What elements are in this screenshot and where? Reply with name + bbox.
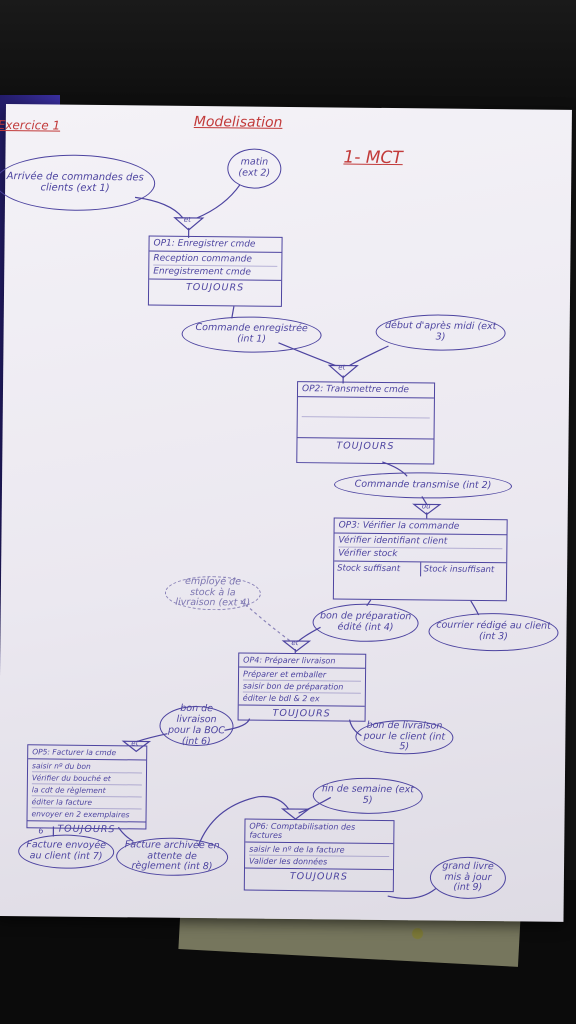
op1-rule: TOUJOURS: [149, 278, 282, 296]
op2-action-1: [301, 398, 430, 419]
op4-action-3: éditer le bdl & 2 ex: [242, 693, 320, 704]
event-e14: grand livre mis à jour (int 9): [429, 856, 507, 900]
event-e8: employé de stock à la livraison (ext 4): [164, 576, 262, 611]
sync2-label: et: [338, 363, 346, 372]
page-title: Modelisation: [193, 113, 283, 131]
op5-box: OP5: Facturer la cmde saisir nº du bon V…: [26, 744, 148, 838]
op6-action-2: Valider les données: [249, 856, 328, 867]
op3-rule-ko: Stock insuffisant: [423, 564, 495, 576]
sync1-label: et: [183, 215, 191, 224]
op3-action-2: Vérifier stock: [338, 548, 398, 560]
sync3-label: ou: [421, 502, 431, 511]
op5-action-5: envoyer en 2 exemplaires: [31, 809, 130, 820]
op2-title: OP2: Transmettre cmde: [297, 382, 435, 399]
op5-marker: 6: [38, 826, 44, 836]
section-heading: 1- MCT: [343, 147, 403, 169]
sync1-triangle: [173, 217, 205, 231]
connector-e1-op1: [134, 196, 184, 219]
sync3-triangle: [412, 503, 442, 516]
op3-rule-ok: Stock suffisant: [334, 561, 421, 577]
op2-box: OP2: Transmettre cmde TOUJOURS: [296, 381, 436, 465]
event-e10: bon de livraison pour le client (int 5): [355, 719, 454, 755]
op1-action-1: Reception commande: [153, 252, 278, 267]
event-e13: Facture archivée en attente de règlement…: [115, 837, 229, 877]
connector-e2-op1: [196, 184, 241, 219]
background-top: [0, 0, 576, 110]
op1-title: OP1: Enregistrer cmde: [149, 236, 282, 253]
op4-title: OP4: Préparer livraison: [239, 653, 366, 669]
flow-connectors: [52, 184, 480, 900]
op6-rule: TOUJOURS: [244, 867, 394, 886]
op1-box: OP1: Enregistrer cmde Reception commande…: [147, 235, 283, 307]
op5-rule: TOUJOURS: [27, 820, 146, 838]
event-e9: bon de livraison pour la BOC (int 6): [159, 703, 234, 747]
op6-box: OP6: Comptabilisation des factures saisi…: [243, 818, 395, 893]
exercise-label: Exercice 1: [0, 117, 61, 133]
op1-action-2: Enregistrement cmde: [153, 266, 251, 278]
op2-action-2: [302, 417, 430, 436]
op3-box: OP3: Vérifier la commande Vérifier ident…: [332, 517, 508, 602]
event-e2: matin (ext 2): [227, 148, 282, 189]
op4-rule: TOUJOURS: [238, 704, 365, 722]
op4-box: OP4: Préparer livraison Préparer et emba…: [237, 652, 367, 722]
sync4-triangle: [281, 640, 312, 652]
op6-title: OP6: Comptabilisation des factures: [245, 819, 394, 845]
sync4-label: et: [291, 639, 299, 648]
op2-rule: TOUJOURS: [297, 437, 434, 455]
sync5-triangle: [121, 740, 152, 753]
sync2-triangle: [327, 364, 359, 379]
op5-title: OP5: Facturer la cmde: [28, 745, 147, 761]
sync6-triangle: [280, 808, 311, 820]
paper-sheet: et et ou et et Exercice 1 Modelisation 1…: [0, 104, 572, 922]
